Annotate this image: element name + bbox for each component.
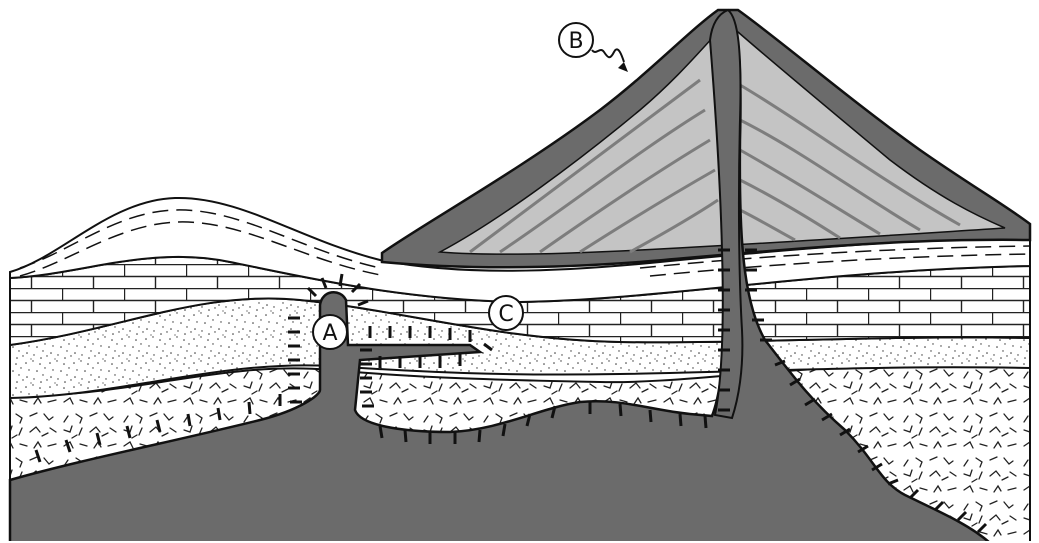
callout-b-arrow xyxy=(592,49,624,62)
label-c: C xyxy=(498,302,513,327)
label-b: B xyxy=(568,29,583,54)
volcanic-cone xyxy=(382,10,1030,267)
label-a: A xyxy=(322,321,337,346)
callout-a: A xyxy=(313,315,347,349)
callout-c: C xyxy=(489,296,523,330)
callout-b: B xyxy=(559,23,628,72)
